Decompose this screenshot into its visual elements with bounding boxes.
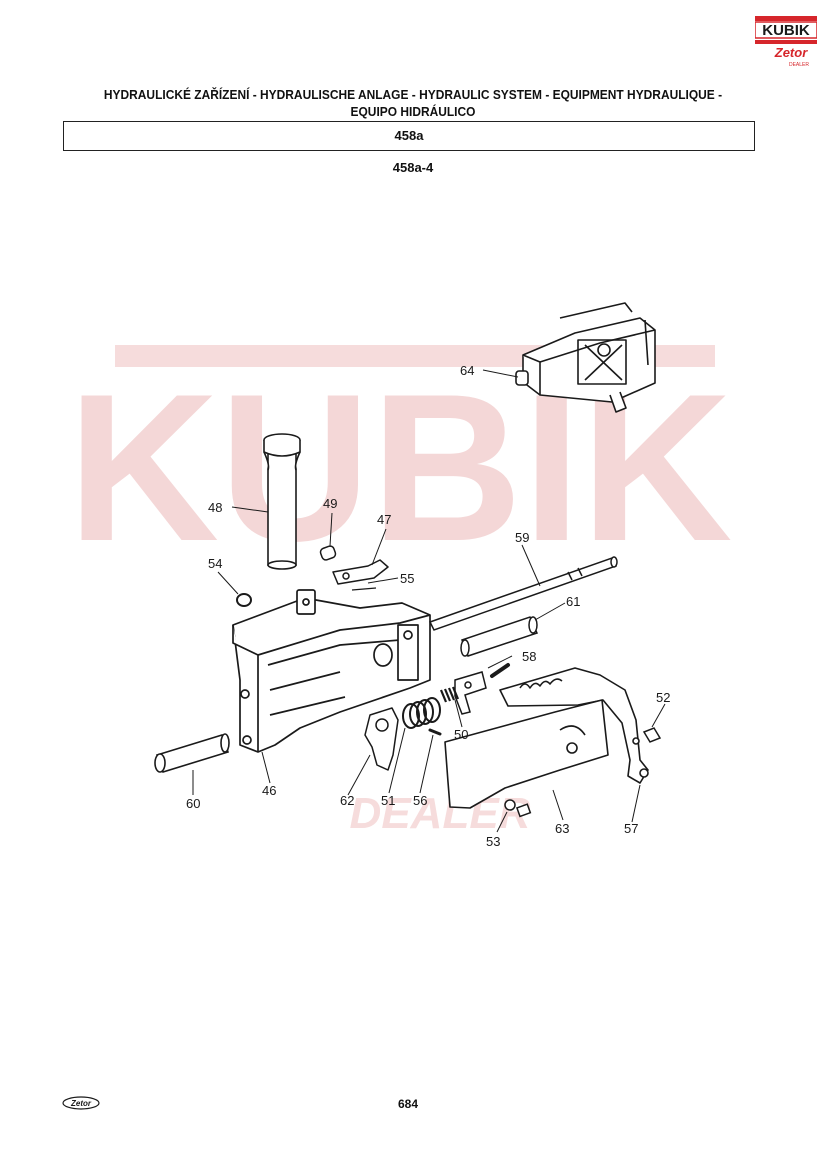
part-label-51: 51 bbox=[381, 793, 395, 808]
section-code-box: 458a bbox=[63, 121, 755, 151]
part-label-49: 49 bbox=[323, 496, 337, 511]
part-label-46: 46 bbox=[262, 783, 276, 798]
part-label-55: 55 bbox=[400, 571, 414, 586]
part-59-shaft bbox=[428, 556, 618, 631]
leader-lines bbox=[192, 369, 666, 833]
part-49-pin bbox=[319, 545, 337, 561]
part-61-roller bbox=[460, 616, 539, 657]
part-label-56: 56 bbox=[413, 793, 427, 808]
part-label-64: 64 bbox=[460, 363, 474, 378]
zetor-footer-logo: Zetor bbox=[62, 1096, 100, 1110]
figure-code: 458a-4 bbox=[392, 160, 434, 175]
part-label-52: 52 bbox=[656, 690, 670, 705]
svg-text:DEALER: DEALER bbox=[789, 62, 809, 68]
part-64-hitch-assembly bbox=[515, 302, 656, 413]
kubik-zetor-dealer-logo: KUBIK Zetor DEALER bbox=[755, 16, 817, 68]
part-56-pin bbox=[428, 728, 442, 736]
part-47-lever bbox=[332, 559, 389, 585]
part-label-group: 64 48 49 47 59 54 55 61 58 52 50 60 46 6… bbox=[186, 363, 670, 849]
svg-text:DEALER: DEALER bbox=[350, 789, 531, 838]
part-52-bolt bbox=[642, 727, 662, 743]
title-line-1: HYDRAULICKÉ ZAŘÍZENÍ - HYDRAULISCHE ANLA… bbox=[103, 87, 723, 102]
part-label-60: 60 bbox=[186, 796, 200, 811]
part-53-washer-bolt bbox=[504, 799, 532, 818]
part-58-pin bbox=[490, 663, 510, 678]
svg-text:KUBIK: KUBIK bbox=[762, 22, 810, 39]
part-62-bracket bbox=[364, 707, 399, 771]
part-46-housing bbox=[232, 589, 431, 753]
page-title: HYDRAULICKÉ ZAŘÍZENÍ - HYDRAULISCHE ANLA… bbox=[70, 86, 756, 120]
page-number: 684 bbox=[397, 1097, 419, 1111]
part-label-62: 62 bbox=[340, 793, 354, 808]
part-label-59: 59 bbox=[515, 530, 529, 545]
part-label-48: 48 bbox=[208, 500, 222, 515]
part-label-57: 57 bbox=[624, 821, 638, 836]
part-63-plate bbox=[444, 699, 609, 809]
part-54-o-ring bbox=[236, 593, 252, 607]
svg-text:Zetor: Zetor bbox=[70, 1099, 92, 1108]
part-label-53: 53 bbox=[486, 834, 500, 849]
part-48-tube bbox=[263, 433, 301, 570]
part-60-rod bbox=[154, 733, 230, 773]
part-label-61: 61 bbox=[566, 594, 580, 609]
title-line-2: EQUIPO HIDRÁULICO bbox=[350, 104, 476, 119]
svg-text:Zetor: Zetor bbox=[774, 45, 808, 60]
part-label-54: 54 bbox=[208, 556, 222, 571]
part-label-63: 63 bbox=[555, 821, 569, 836]
part-51-spring bbox=[402, 697, 441, 729]
part-label-58: 58 bbox=[522, 649, 536, 664]
part-50-lever bbox=[439, 671, 487, 715]
part-label-47: 47 bbox=[377, 512, 391, 527]
part-label-50: 50 bbox=[454, 727, 468, 742]
part-55-pin bbox=[351, 587, 377, 591]
section-code: 458a bbox=[394, 128, 424, 143]
